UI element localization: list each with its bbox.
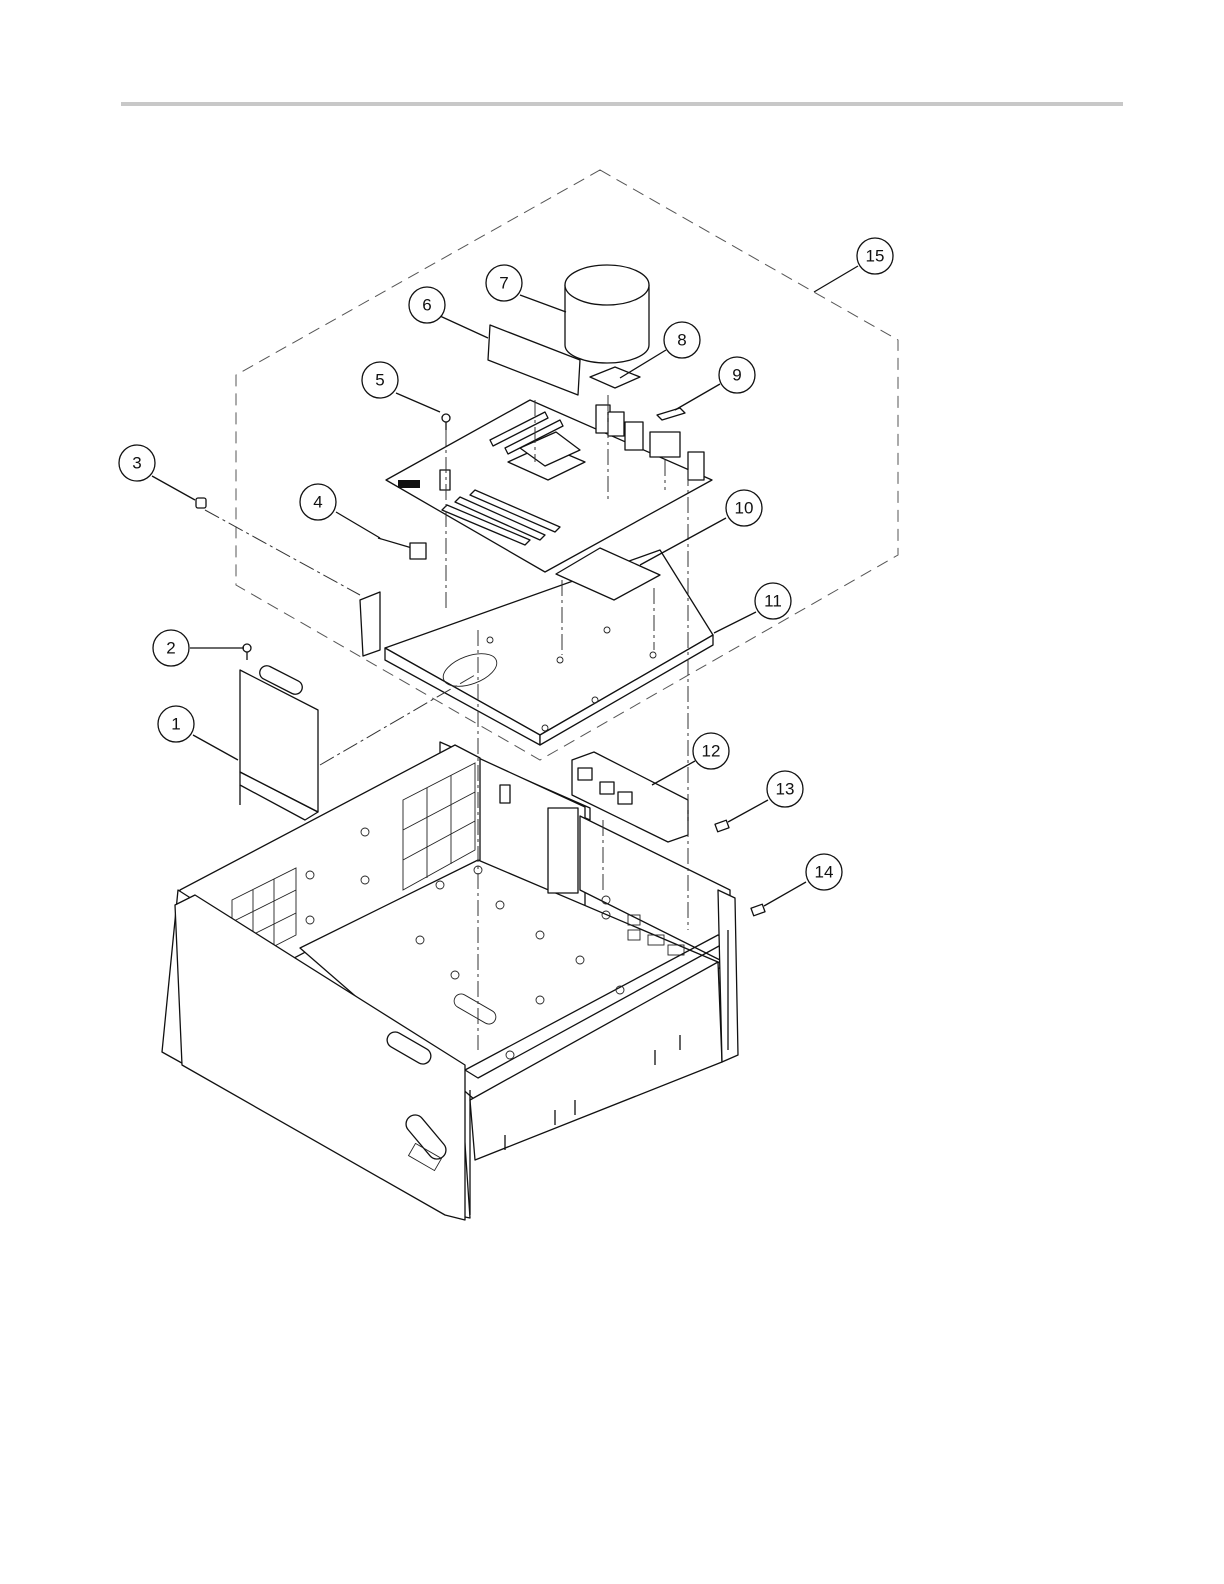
callout-label: 3 <box>132 454 141 473</box>
callout-5: 5 <box>362 362 398 398</box>
cable-part-4 <box>378 538 426 559</box>
callout-6: 6 <box>409 287 445 323</box>
callout-4: 4 <box>300 484 336 520</box>
callout-label: 6 <box>422 296 431 315</box>
clip-part-3 <box>196 498 206 508</box>
callout-9: 9 <box>719 357 755 393</box>
callout-label: 12 <box>702 742 721 761</box>
screw-part-5 <box>442 414 450 430</box>
callout-15: 15 <box>857 238 893 274</box>
callout-label: 13 <box>776 780 795 799</box>
callout-11: 11 <box>755 583 791 619</box>
callout-2: 2 <box>153 630 189 666</box>
tray-part <box>360 550 713 745</box>
cylinder-part <box>565 265 649 363</box>
standoff-part-14 <box>751 904 765 916</box>
callout-label: 11 <box>764 592 782 611</box>
callout-label: 2 <box>166 639 175 658</box>
motherboard <box>386 400 712 572</box>
callout-label: 1 <box>171 715 180 734</box>
callout-label: 8 <box>677 331 686 350</box>
callout-13: 13 <box>767 771 803 807</box>
part-9 <box>657 408 685 420</box>
callout-label: 10 <box>735 499 754 518</box>
callout-label: 9 <box>732 366 741 385</box>
callout-1: 1 <box>158 706 194 742</box>
callout-label: 4 <box>313 493 322 512</box>
bracket-part <box>240 663 318 820</box>
callout-12: 12 <box>693 733 729 769</box>
callout-label: 15 <box>866 247 885 266</box>
callout-label: 7 <box>499 274 508 293</box>
callout-label: 14 <box>815 863 834 882</box>
callout-3: 3 <box>119 445 155 481</box>
callout-14: 14 <box>806 854 842 890</box>
callout-label: 5 <box>375 371 384 390</box>
standoff-part-13 <box>715 820 729 832</box>
callout-10: 10 <box>726 490 762 526</box>
screw-part-2 <box>243 644 251 660</box>
callout-8: 8 <box>664 322 700 358</box>
callout-7: 7 <box>486 265 522 301</box>
